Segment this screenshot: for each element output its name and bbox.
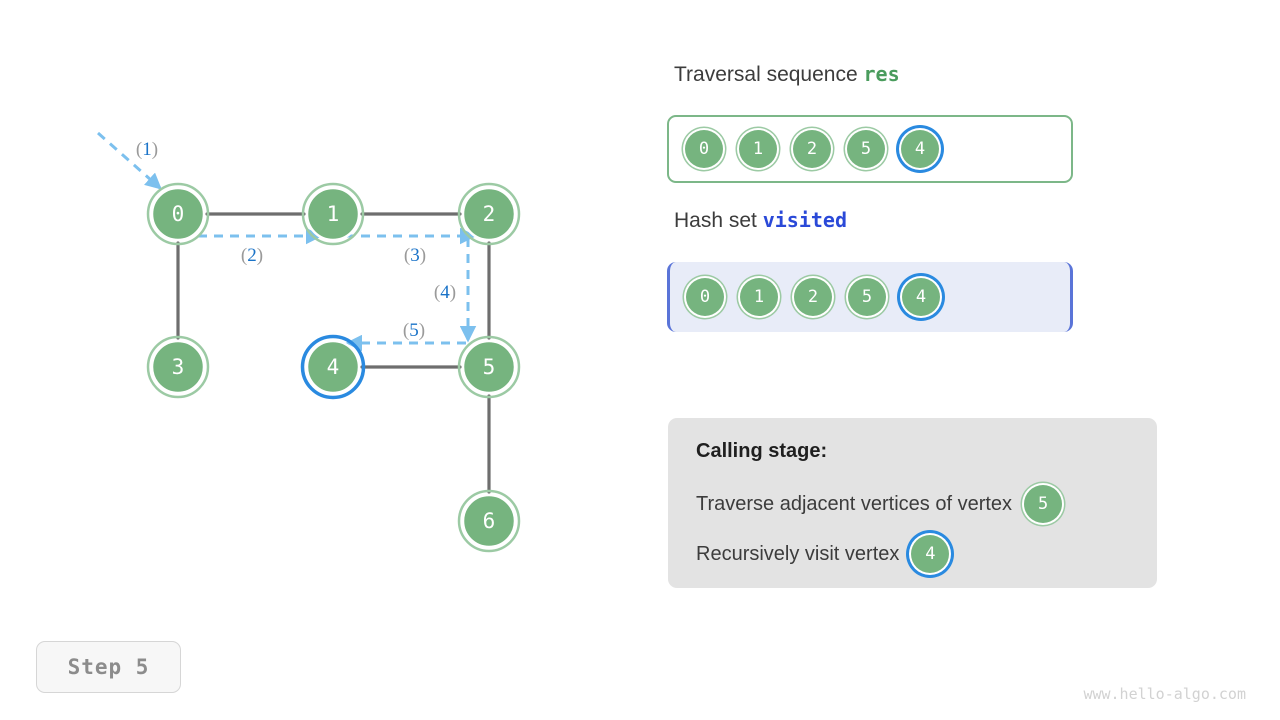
graph-node-body <box>305 339 361 395</box>
graph-node-1: 1 <box>301 182 365 246</box>
visited-item: 2 <box>794 278 832 316</box>
visited-item: 4 <box>902 278 940 316</box>
visited-item: 5 <box>848 278 886 316</box>
traversal-step-label-3: (3) <box>404 245 426 266</box>
res-item: 5 <box>847 130 885 168</box>
graph-node-3: 3 <box>146 335 210 399</box>
graph-node-ring <box>146 335 210 399</box>
visited-title-text: Hash set <box>674 209 763 232</box>
graph-node-label: 3 <box>172 355 185 379</box>
graph-step-labels: (1) (2) (3) (4) (5) <box>136 139 456 341</box>
visited-item: 0 <box>686 278 724 316</box>
calling-stage-line-text: Traverse adjacent vertices of vertex <box>696 492 1013 515</box>
graph-node-0: 0 <box>146 182 210 246</box>
res-section-title: Traversal sequence res <box>674 62 900 87</box>
graph-node-ring <box>300 334 366 400</box>
graph-node-4: 4 <box>300 334 366 400</box>
graph-node-body <box>461 186 517 242</box>
res-item: 1 <box>739 130 777 168</box>
graph-node-ring <box>301 182 365 246</box>
graph-node-5: 5 <box>457 335 521 399</box>
res-title-text: Traversal sequence <box>674 63 864 86</box>
graph-node-body <box>305 186 361 242</box>
calling-stage-title: Calling stage: <box>696 440 828 462</box>
res-variable-name: res <box>863 62 900 86</box>
traversal-step-label-5: (5) <box>403 320 425 341</box>
res-item: 0 <box>685 130 723 168</box>
graph-node-ring <box>457 182 521 246</box>
visited-item: 1 <box>740 278 778 316</box>
graph-panel: 0 1 2 3 4 5 6 (1) (2) (3) (4) (5) <box>97 131 521 553</box>
graph-node-label: 1 <box>327 202 340 226</box>
traversal-step-label-1: (1) <box>136 139 158 160</box>
graph-edges <box>176 212 491 494</box>
graph-node-label: 2 <box>483 202 496 226</box>
traversal-step-label-2: (2) <box>241 245 263 266</box>
res-item: 2 <box>793 130 831 168</box>
calling-stage-vertex-chip: 5 <box>1024 485 1063 523</box>
graph-node-label: 5 <box>483 355 496 379</box>
graph-nodes: 0 1 2 3 4 5 6 <box>146 182 521 553</box>
calling-stage-line-1: Traverse adjacent vertices of vertex 5 <box>696 485 1157 523</box>
calling-stage-vertex-chip: 4 <box>911 535 950 573</box>
calling-stage-line-text: Recursively visit vertex <box>696 542 900 565</box>
graph-node-label: 6 <box>483 509 496 533</box>
res-item: 4 <box>901 130 939 168</box>
graph-node-label: 4 <box>327 355 340 379</box>
visited-section-title: Hash set visited <box>674 208 847 233</box>
calling-stage-panel: Calling stage: Traverse adjacent vertice… <box>668 418 1157 588</box>
graph-node-6: 6 <box>457 489 521 553</box>
traversal-step-label-4: (4) <box>434 282 456 303</box>
traversal-arrows <box>97 131 477 352</box>
graph-node-body <box>150 186 206 242</box>
step-badge: Step 5 <box>36 641 181 693</box>
graph-diagram: 0 1 2 3 4 5 6 (1) (2) (3) (4) (5) <box>97 131 521 553</box>
traversal-arrow-1 <box>97 131 162 190</box>
graph-node-body <box>150 339 206 395</box>
visited-variable-name: visited <box>762 208 848 232</box>
graph-node-body <box>461 493 517 549</box>
graph-node-2: 2 <box>457 182 521 246</box>
graph-node-label: 0 <box>172 202 185 226</box>
graph-node-ring <box>457 335 521 399</box>
calling-stage-line-2: Recursively visit vertex 4 <box>696 535 1157 573</box>
watermark: www.hello-algo.com <box>1083 685 1246 703</box>
graph-node-body <box>461 339 517 395</box>
graph-node-ring <box>457 489 521 553</box>
graph-node-ring <box>146 182 210 246</box>
